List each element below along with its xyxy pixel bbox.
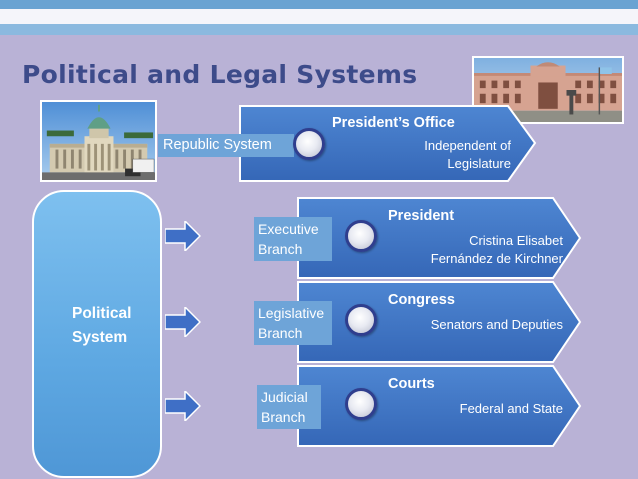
header-band-light <box>0 24 638 35</box>
executive-branch-line-1: Executive <box>258 221 319 237</box>
congress-arrow: Congress Senators and Deputies <box>297 281 582 363</box>
president-detail-1: Cristina Elisabet <box>469 233 563 248</box>
judicial-branch-line-1: Judicial <box>261 389 308 405</box>
political-system-box <box>32 190 162 478</box>
judicial-branch-line-2: Branch <box>261 409 306 425</box>
connector-circle-legislative <box>345 304 377 336</box>
political-system-line-1: Political <box>72 305 132 322</box>
presidents-office-detail-1: Independent of <box>424 138 511 153</box>
courts-arrow: Courts Federal and State <box>297 365 582 447</box>
legislative-branch-line-2: Branch <box>258 325 303 341</box>
legislative-connector-arrow <box>164 305 202 339</box>
legislative-branch-label: Legislative Branch <box>254 301 332 345</box>
congress-detail-1: Senators and Deputies <box>430 317 563 332</box>
president-arrow: President Cristina Elisabet Fernández de… <box>297 197 582 279</box>
connector-circle-judicial <box>345 388 377 420</box>
legislative-branch-line-1: Legislative <box>258 305 325 321</box>
judicial-connector-arrow <box>164 389 202 423</box>
connector-circle-top <box>293 128 325 160</box>
header-band-white <box>0 9 638 24</box>
congress-heading: Congress <box>388 292 455 308</box>
republic-system-label: Republic System <box>158 134 294 157</box>
connector-circle-executive <box>345 220 377 252</box>
slide-title: Political and Legal Systems <box>22 60 418 89</box>
congress-building-photo <box>40 100 157 182</box>
courts-heading: Courts <box>388 376 435 392</box>
political-system-line-2: System <box>72 329 128 346</box>
presidents-office-heading: President’s Office <box>332 115 455 131</box>
president-detail-2: Fernández de Kirchner <box>430 251 563 266</box>
header-band <box>0 0 638 9</box>
executive-branch-line-2: Branch <box>258 241 303 257</box>
courts-detail-1: Federal and State <box>459 401 563 416</box>
judicial-branch-label: Judicial Branch <box>257 385 321 429</box>
casa-rosada-photo <box>472 56 624 124</box>
presidents-office-arrow: President’s Office Independent of Legisl… <box>239 105 537 182</box>
executive-branch-label: Executive Branch <box>254 217 332 261</box>
presidents-office-detail-2: Legislature <box>447 156 511 171</box>
president-heading: President <box>388 208 455 224</box>
executive-connector-arrow <box>164 219 202 253</box>
political-system-label: Political System <box>72 302 162 350</box>
